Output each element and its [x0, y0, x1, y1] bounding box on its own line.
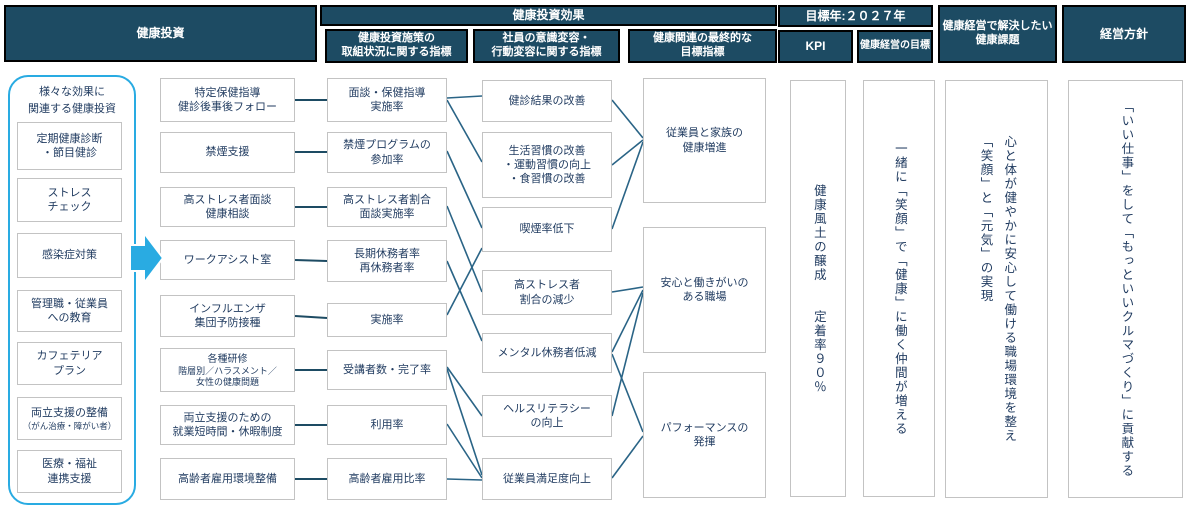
behavior-box: 従業員満足度向上: [482, 458, 612, 500]
metric-box: 長期休務者率 再休務者率: [327, 240, 447, 282]
program-label: 各種研修: [207, 353, 248, 365]
investment-item-box: 医療・福祉 連携支援: [17, 450, 122, 493]
behavior-box: 生活習慣の改善 ・運動習慣の向上 ・食習慣の改善: [482, 132, 612, 198]
header-effect-sub-3: 健康関連の最終的な 目標指標: [628, 29, 777, 63]
metric-box: 高齢者雇用比率: [327, 458, 447, 500]
header-kpi: KPI: [778, 30, 853, 63]
header-policy: 経営方針: [1062, 5, 1186, 63]
policy-box: 「いい仕事」をして「もっといいクルマづくり」に貢献する: [1068, 80, 1183, 498]
program-note: 階層別／ハラスメント／ 女性の健康問題: [178, 365, 277, 387]
header-investment: 健康投資: [4, 5, 317, 62]
metric-box: 受講者数・完了率: [327, 350, 447, 390]
behavior-box: 喫煙率低下: [482, 207, 612, 252]
header-issues: 健康経営で解決したい 健康課題: [938, 5, 1057, 63]
header-effect-sub-2: 社員の意識変容・ 行動変容に関する指標: [473, 29, 620, 63]
program-box: インフルエンザ 集団予防接種: [160, 295, 295, 337]
metric-box: 面談・保健指導 実施率: [327, 78, 447, 122]
investment-item-box: ストレス チェック: [17, 178, 122, 222]
program-box: 禁煙支援: [160, 132, 295, 173]
program-box: 高齢者雇用環境整備: [160, 458, 295, 500]
investment-item-box: 感染症対策: [17, 233, 122, 278]
investment-item-note: （がん治療・障がい者）: [22, 420, 117, 431]
behavior-box: メンタル休務者低減: [482, 333, 612, 373]
investment-item-box: 両立支援の整備（がん治療・障がい者）: [17, 397, 122, 440]
kpi-box: 健康風土の醸成 定着率９０％: [790, 80, 846, 497]
investment-item-box: 管理職・従業員 への教育: [17, 290, 122, 332]
outcome-box: 従業員と家族の 健康増進: [643, 78, 766, 203]
metric-box: 禁煙プログラムの 参加率: [327, 132, 447, 173]
behavior-box: 健診結果の改善: [482, 80, 612, 122]
behavior-box: 高ストレス者 割合の減少: [482, 270, 612, 315]
outcome-box: パフォーマンスの 発揮: [643, 372, 766, 498]
program-box: 各種研修階層別／ハラスメント／ 女性の健康問題: [160, 348, 295, 392]
program-box: 高ストレス者面談 健康相談: [160, 187, 295, 227]
investment-item-box: カフェテリア プラン: [17, 342, 122, 385]
metric-box: 利用率: [327, 405, 447, 445]
header-effect-sub-1: 健康投資施策の 取組状況に関する指標: [325, 29, 468, 63]
investment-item-label: 両立支援の整備: [30, 407, 108, 420]
header-target-year: 目標年:２０２７年: [778, 5, 933, 27]
metric-box: 実施率: [327, 303, 447, 337]
investment-panel: [8, 75, 136, 505]
header-effect: 健康投資効果: [320, 5, 777, 26]
issues-box: 心と体が健やかに安心して働ける職場環境を整え 「笑顔」と「元気」の実現: [945, 80, 1048, 498]
program-box: ワークアシスト室: [160, 240, 295, 280]
behavior-box: ヘルスリテラシー の向上: [482, 395, 612, 437]
investment-item-box: 定期健康診断 ・節目健診: [17, 122, 122, 170]
header-goal: 健康経営の目標: [857, 30, 933, 63]
goal-box: 一緒に「笑顔」で「健康」に働く仲間が増える: [863, 80, 935, 497]
program-box: 両立支援のための 就業短時間・休暇制度: [160, 405, 295, 445]
investment-panel-title: 様々な効果に 関連する健康投資: [28, 86, 116, 115]
outcome-box: 安心と働きがいの ある職場: [643, 227, 766, 353]
metric-box: 高ストレス者割合 面談実施率: [327, 187, 447, 227]
program-box: 特定保健指導 健診後事後フォロー: [160, 78, 295, 122]
